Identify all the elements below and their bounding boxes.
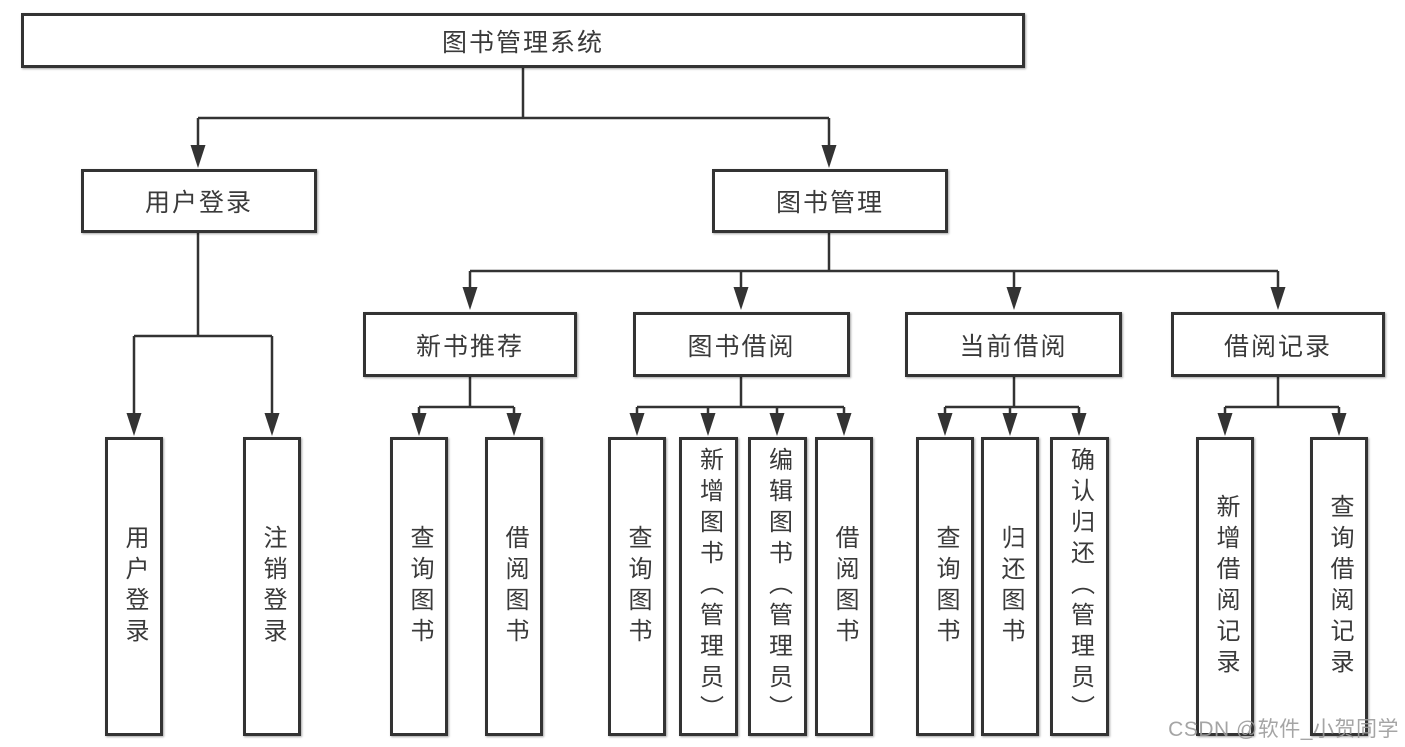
arrowheads bbox=[126, 145, 1347, 436]
arrow-down-icon bbox=[1071, 413, 1087, 436]
arrow-down-icon bbox=[1006, 287, 1022, 310]
node-new-book-recommendation: 新书推荐 bbox=[363, 312, 577, 377]
arrow-down-icon bbox=[1217, 413, 1233, 436]
leaf-add-borrow-record: 新增借阅记录 bbox=[1196, 437, 1254, 736]
arrow-down-icon bbox=[769, 413, 785, 436]
book-borrow-connector bbox=[635, 377, 846, 415]
leaf-edit-books-admin: 编辑图书（管理员） bbox=[748, 437, 807, 736]
leaf-borrow-books-recommend: 借阅图书 bbox=[485, 437, 543, 736]
leaf-query-borrow-record: 查询借阅记录 bbox=[1310, 437, 1368, 736]
leaf-add-books-admin: 新增图书（管理员） bbox=[679, 437, 738, 736]
arrow-down-icon bbox=[506, 413, 522, 436]
watermark: CSDN @软件_小贺同学 bbox=[1168, 718, 1399, 741]
arrow-down-icon bbox=[190, 145, 206, 168]
arrow-down-icon bbox=[700, 413, 716, 436]
arrow-down-icon bbox=[411, 413, 427, 436]
arrow-down-icon bbox=[629, 413, 645, 436]
node-book-borrowing: 图书借阅 bbox=[633, 312, 850, 377]
arrow-down-icon bbox=[1270, 287, 1286, 310]
leaf-return-books: 归还图书 bbox=[981, 437, 1039, 736]
leaf-confirm-return-admin: 确认归还（管理员） bbox=[1050, 437, 1109, 736]
arrow-down-icon bbox=[264, 413, 280, 436]
arrow-down-icon bbox=[126, 413, 142, 436]
arrow-down-icon bbox=[1002, 413, 1018, 436]
node-current-borrowing: 当前借阅 bbox=[905, 312, 1122, 377]
arrow-down-icon bbox=[733, 287, 749, 310]
leaf-user-login: 用户登录 bbox=[105, 437, 163, 736]
user-login-connector bbox=[132, 233, 274, 415]
leaf-borrow-books: 借阅图书 bbox=[815, 437, 873, 736]
leaf-logout: 注销登录 bbox=[243, 437, 301, 736]
node-user-login: 用户登录 bbox=[81, 169, 317, 233]
leaf-query-books-current: 查询图书 bbox=[916, 437, 974, 736]
leaf-query-books-borrow: 查询图书 bbox=[608, 437, 666, 736]
node-borrowing-records: 借阅记录 bbox=[1171, 312, 1385, 377]
leaf-query-books-recommend: 查询图书 bbox=[390, 437, 448, 736]
root-connector bbox=[196, 68, 831, 147]
borrow-record-connector bbox=[1223, 377, 1341, 415]
arrow-down-icon bbox=[1331, 413, 1347, 436]
arrow-down-icon bbox=[836, 413, 852, 436]
new-book-connector bbox=[417, 377, 516, 415]
arrow-down-icon bbox=[821, 145, 837, 168]
node-book-management: 图书管理 bbox=[712, 169, 948, 233]
arrow-down-icon bbox=[937, 413, 953, 436]
node-library-management-system: 图书管理系统 bbox=[21, 13, 1025, 68]
current-borrow-connector bbox=[943, 377, 1081, 415]
arrow-down-icon bbox=[462, 287, 478, 310]
book-management-connector bbox=[468, 233, 1280, 289]
